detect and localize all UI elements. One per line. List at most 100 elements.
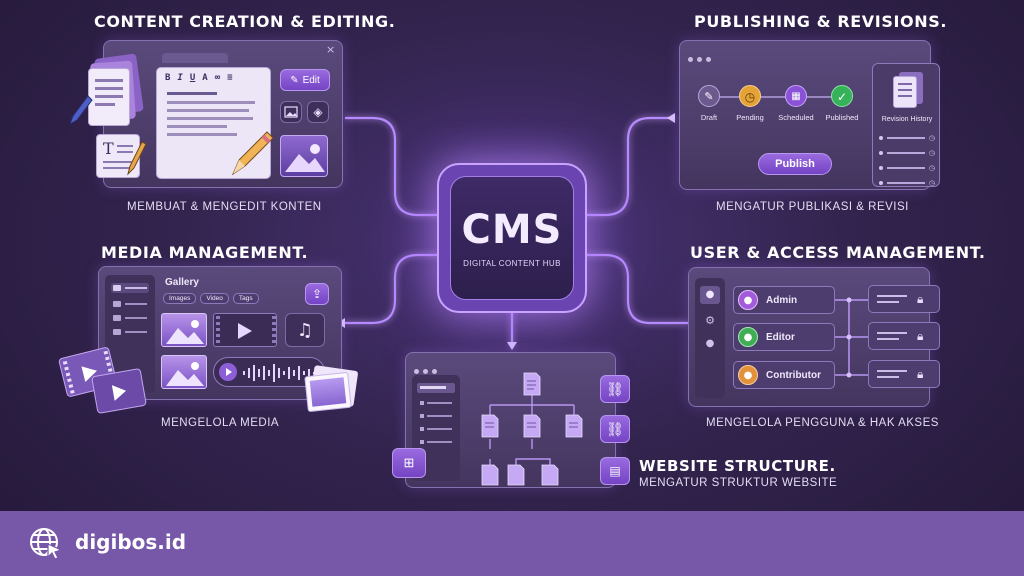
align-icon[interactable]: ≡ <box>227 73 233 83</box>
step-published-label: Published <box>825 113 859 122</box>
cms-title: CMS <box>461 207 563 253</box>
revision-item[interactable]: ◷ <box>879 179 935 187</box>
publish-button[interactable]: Publish <box>758 153 832 175</box>
structure-window <box>405 352 616 488</box>
content-heading: CONTENT CREATION & EDITING. <box>94 12 396 31</box>
permission-row-3[interactable]: 🔒︎ <box>868 360 940 388</box>
users-heading: USER & ACCESS MANAGEMENT. <box>690 243 986 262</box>
access-connectors <box>835 297 869 378</box>
filter-images[interactable]: Images <box>163 293 197 304</box>
gallery-title: Gallery <box>165 277 199 288</box>
folder-icon <box>113 285 121 291</box>
nav-item[interactable] <box>420 440 452 444</box>
publishing-heading: PUBLISHING & REVISIONS. <box>694 12 948 31</box>
link-button-2[interactable]: ⛓ <box>600 415 630 443</box>
edit-label: Edit <box>302 74 320 86</box>
link-button[interactable]: ⛓ <box>600 375 630 403</box>
sitemap-button[interactable]: ⊞ <box>392 448 426 478</box>
close-icon[interactable]: × <box>326 43 336 56</box>
permission-lines <box>877 295 907 303</box>
format-toolbar: B I U A ∞ ≡ <box>165 73 233 83</box>
content-window: × B I U A ∞ ≡ <box>103 40 343 188</box>
people-icon[interactable]: ● <box>705 338 715 349</box>
browser-window-icon: ▤ <box>609 464 621 478</box>
chain-link-icon: ⛓ <box>606 380 624 397</box>
revision-list: ◷ ◷ ◷ ◷ <box>879 134 935 187</box>
permission-row-2[interactable]: 🔒︎ <box>868 322 940 350</box>
browser-button[interactable]: ▤ <box>600 457 630 485</box>
window-dots <box>414 359 441 378</box>
revision-item[interactable]: ◷ <box>879 134 935 142</box>
role-contributor[interactable]: ● Contributor <box>733 361 835 389</box>
sitemap-tree <box>481 372 583 486</box>
role-admin[interactable]: ● Admin <box>733 286 835 314</box>
link-icon[interactable]: ∞ <box>214 73 221 83</box>
step-draft: ✎ Draft <box>694 85 724 122</box>
document-icon <box>88 68 130 126</box>
music-note-icon: ♫ <box>296 319 314 341</box>
image-icon <box>166 320 204 344</box>
photo-stack-icon <box>304 365 359 414</box>
media-caption: MENGELOLA MEDIA <box>161 417 280 429</box>
upload-icon: ⇪ <box>311 287 323 301</box>
folder-icon <box>113 329 121 335</box>
filter-video[interactable]: Video <box>200 293 229 304</box>
workflow-line <box>710 96 840 98</box>
folder-item[interactable] <box>113 329 147 335</box>
publishing-caption: MENGATUR PUBLIKASI & REVISI <box>716 201 909 213</box>
bold-button[interactable]: B <box>165 73 171 83</box>
revision-item[interactable]: ◷ <box>879 164 935 172</box>
admin-avatar-icon: ● <box>738 290 758 310</box>
role-editor-label: Editor <box>766 331 795 343</box>
revision-item[interactable]: ◷ <box>879 149 935 157</box>
italic-button[interactable]: I <box>177 73 183 83</box>
folder-item[interactable] <box>111 283 149 293</box>
video-thumb[interactable] <box>213 313 277 347</box>
image-thumb[interactable] <box>161 313 207 347</box>
play-button-icon[interactable] <box>219 363 237 381</box>
role-contributor-label: Contributor <box>766 369 821 381</box>
editor-avatar-icon: ● <box>738 327 758 347</box>
permission-lines <box>877 332 907 340</box>
image-thumbnail[interactable] <box>280 135 328 177</box>
nav-item[interactable] <box>420 427 452 431</box>
users-caption: MENGELOLA PENGGUNA & HAK AKSES <box>706 417 939 429</box>
folder-item[interactable] <box>113 315 147 321</box>
nav-item[interactable] <box>417 383 455 393</box>
paint-bucket-icon: ◈ <box>313 105 323 119</box>
underline-button[interactable]: U <box>189 73 196 83</box>
fill-button[interactable]: ◈ <box>307 101 329 123</box>
nav-item[interactable] <box>420 414 452 418</box>
text-color-button[interactable]: A <box>202 73 208 83</box>
gear-icon[interactable]: ⚙ <box>705 314 715 327</box>
cms-subtitle: DIGITAL CONTENT HUB <box>463 259 561 268</box>
structure-caption: MENGATUR STRUKTUR WEBSITE <box>639 477 838 489</box>
role-editor[interactable]: ● Editor <box>733 323 835 351</box>
cms-hub-inner <box>450 176 574 300</box>
folder-item[interactable] <box>113 301 147 307</box>
permission-row-1[interactable]: 🔒︎ <box>868 285 940 313</box>
user-nav-icon[interactable]: ● <box>700 286 720 304</box>
revision-doc-icon <box>893 72 923 110</box>
image-insert-button[interactable] <box>280 101 302 123</box>
step-scheduled: ▦ Scheduled <box>774 85 818 122</box>
landscape-icon <box>285 144 325 172</box>
folder-icon <box>113 301 121 307</box>
check-icon: ✓ <box>831 85 853 107</box>
image-thumb-2[interactable] <box>161 355 207 389</box>
document-stack <box>80 53 146 132</box>
brand-name[interactable]: digibos.id <box>75 530 187 554</box>
upload-button[interactable]: ⇪ <box>305 283 329 305</box>
audio-thumb[interactable]: ♫ <box>285 313 325 347</box>
step-pending: ◷ Pending <box>732 85 768 122</box>
text-lines <box>167 92 257 136</box>
nav-item[interactable] <box>420 401 452 405</box>
draft-icon: ✎ <box>698 85 720 107</box>
globe-cursor-icon <box>30 528 63 560</box>
filter-tags[interactable]: Tags <box>232 293 259 304</box>
cms-hub: CMS DIGITAL CONTENT HUB <box>437 163 587 313</box>
window-dots <box>688 47 715 66</box>
edit-button[interactable]: ✎ Edit <box>280 69 330 91</box>
structure-heading: WEBSITE STRUCTURE. <box>639 457 836 475</box>
